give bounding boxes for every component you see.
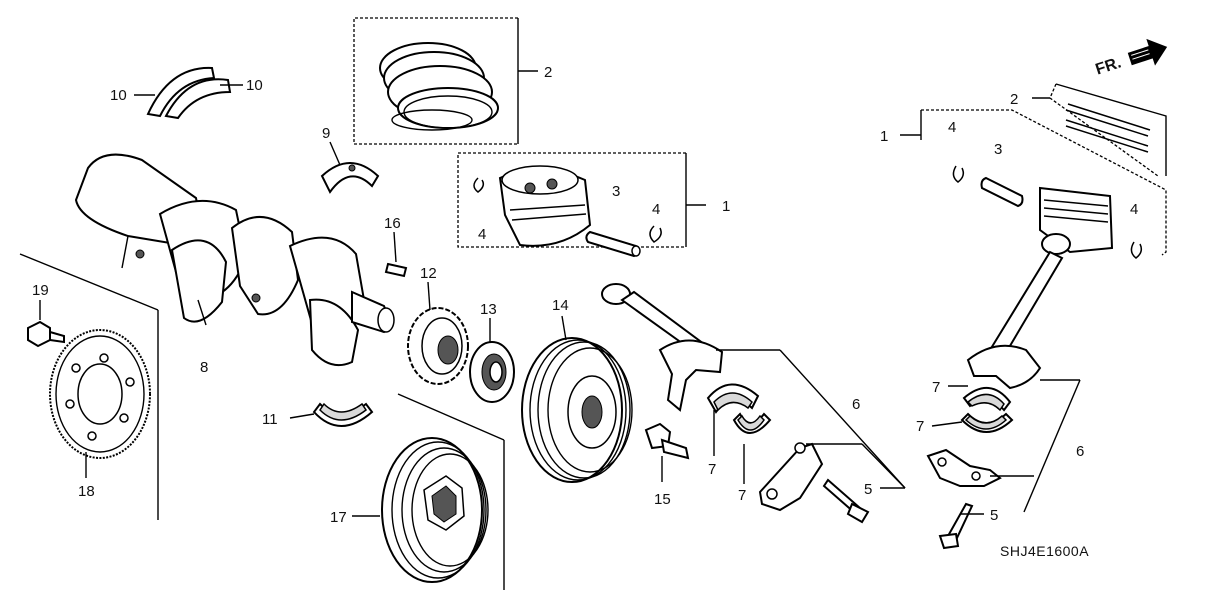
drive-plate-section: [19, 253, 159, 520]
callout-17: 17: [330, 509, 347, 526]
callout-1: 1: [880, 128, 888, 145]
connecting-rod: [601, 283, 906, 489]
conrod-bearing-upper: [706, 383, 760, 456]
piston-pin: [585, 230, 641, 258]
front-direction-label: FR.: [1094, 54, 1124, 78]
piston-assembly-box: [457, 152, 706, 258]
right-conrod-bearing-upper: [948, 385, 1012, 412]
callout-10: 10: [110, 87, 127, 104]
callout-6: 6: [1076, 443, 1084, 460]
right-connecting-rod: [966, 233, 1081, 513]
callout-19: 19: [32, 282, 49, 299]
pulley-bolt: [644, 422, 690, 482]
right-piston-assembly-box: [900, 83, 1167, 259]
callout-12: 12: [420, 265, 437, 282]
callout-15: 15: [654, 491, 671, 508]
snap-ring-left: [473, 177, 485, 193]
callout-labels: 2 1 3 4 4 10 10 9 16 12 13 14 8 19 18 11…: [32, 64, 1138, 526]
callout-7: 7: [708, 461, 716, 478]
thrust-washers: [134, 66, 243, 120]
piston-ring-set-box: [353, 17, 538, 145]
right-snap-ring-right: [1130, 241, 1143, 259]
conrod-bearing-lower: [732, 412, 772, 484]
callout-16: 16: [384, 215, 401, 232]
callout-13: 13: [480, 301, 497, 318]
callout-6: 6: [852, 396, 860, 413]
callout-2: 2: [544, 64, 552, 81]
crank-bearing-lower: [289, 402, 374, 427]
right-conrod-bolt: [938, 502, 984, 550]
callout-4: 4: [652, 201, 660, 218]
right-piston-pin: [980, 176, 1024, 208]
pulley-section: [352, 393, 505, 590]
crankshaft-oil-seal: [469, 318, 515, 403]
right-piston-rings: [1065, 103, 1151, 153]
callout-1: 1: [722, 198, 730, 215]
callout-10: 10: [246, 77, 263, 94]
callout-14: 14: [552, 297, 569, 314]
piston: [498, 165, 592, 247]
timing-sprocket: [407, 281, 469, 385]
callout-5: 5: [990, 507, 998, 524]
damper-pulley: [381, 437, 489, 583]
woodruff-key: [384, 231, 408, 278]
piston-rings: [379, 42, 499, 131]
main-bearing-upper: [320, 141, 380, 194]
crankshaft: [74, 153, 395, 366]
callout-5: 5: [864, 481, 872, 498]
callout-4: 4: [478, 226, 486, 243]
callout-7: 7: [738, 487, 746, 504]
callout-9: 9: [322, 125, 330, 142]
callout-7: 7: [916, 418, 924, 435]
right-snap-ring-left: [952, 165, 965, 183]
callout-18: 18: [78, 483, 95, 500]
conrod-bolt: [822, 478, 905, 524]
callout-7: 7: [932, 379, 940, 396]
drive-plate: [49, 329, 151, 459]
callout-3: 3: [994, 141, 1002, 158]
right-conrod-bearing-lower: [931, 412, 1014, 433]
diagram-code: SHJ4E1600A: [1000, 543, 1089, 559]
callout-8: 8: [200, 359, 208, 376]
conrod-cap: [758, 442, 906, 512]
front-direction-arrow: FR.: [1094, 38, 1168, 79]
drive-plate-bolt: [27, 300, 65, 348]
right-conrod-cap: [926, 448, 1034, 487]
callout-4: 4: [1130, 201, 1138, 218]
callout-2: 2: [1010, 91, 1018, 108]
crankshaft-pulley: [521, 315, 633, 483]
callout-4: 4: [948, 119, 956, 136]
snap-ring-right: [649, 225, 662, 243]
callout-3: 3: [612, 183, 620, 200]
callout-11: 11: [262, 411, 278, 428]
